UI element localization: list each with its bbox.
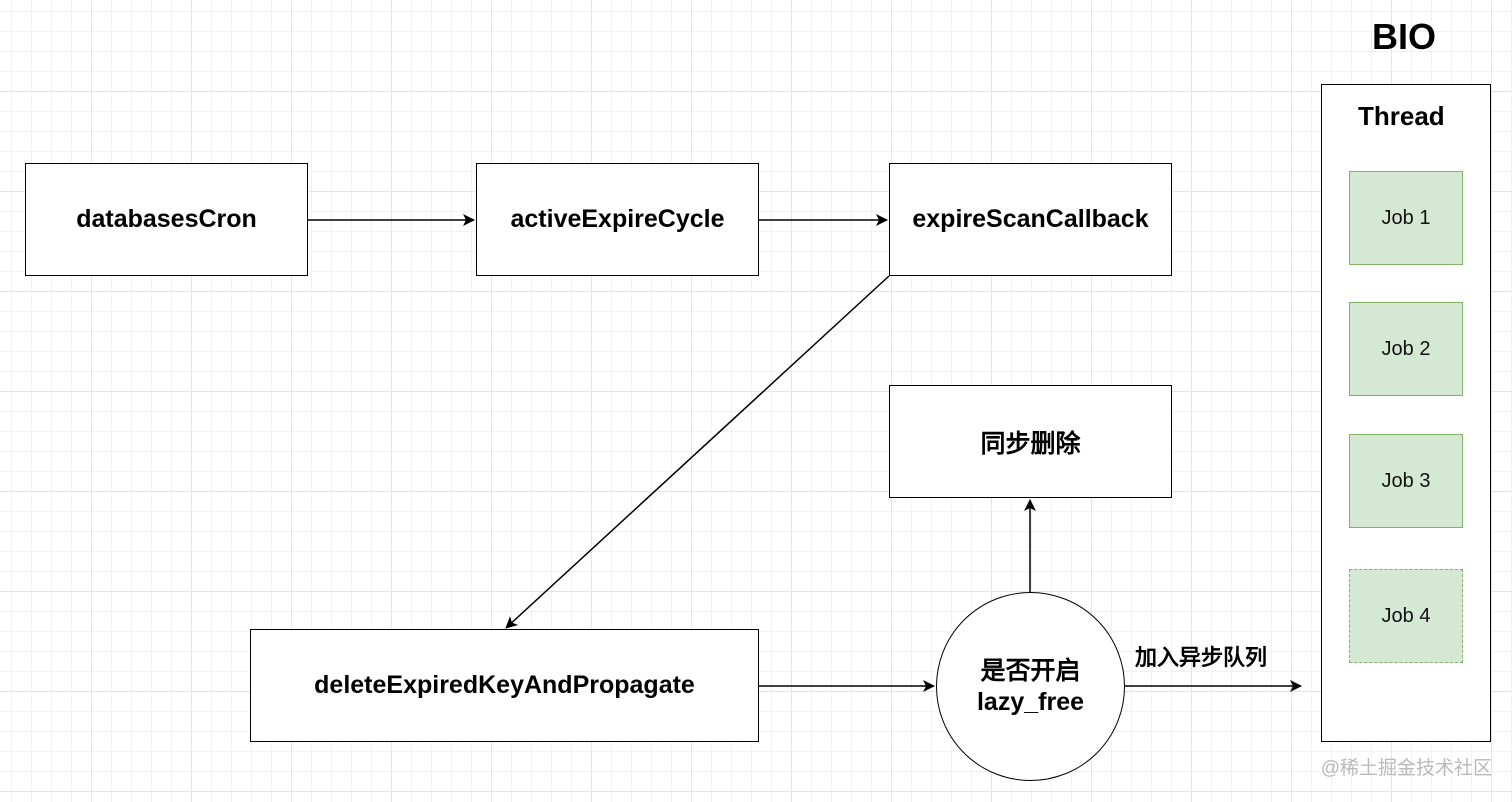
job-label: Job 3 (1381, 469, 1431, 492)
expire-scan-callback-node: expireScanCallback (889, 163, 1172, 276)
job-item: Job 2 (1349, 302, 1463, 396)
active-expire-cycle-node: activeExpireCycle (476, 163, 759, 276)
job-item-pending: Job 4 (1349, 569, 1463, 663)
sync-delete-label: 同步删除 (980, 429, 1081, 458)
active-expire-cycle-label: activeExpireCycle (510, 205, 725, 233)
job-label: Job 1 (1381, 206, 1431, 229)
enqueue-async-label: 加入异步队列 (1135, 645, 1268, 670)
watermark: @稀土掘金技术社区 (1320, 758, 1492, 779)
lazy-free-line2: lazy_free (976, 687, 1085, 716)
delete-expired-key-node: deleteExpiredKeyAndPropagate (250, 629, 759, 742)
databases-cron-label: databasesCron (76, 205, 257, 233)
edge-scan-to-delete (505, 275, 890, 629)
thread-label: Thread (1358, 101, 1445, 131)
lazy-free-decision-node: 是否开启 lazy_free (936, 592, 1125, 781)
databases-cron-node: databasesCron (25, 163, 308, 276)
sync-delete-node: 同步删除 (889, 385, 1172, 498)
job-label: Job 4 (1381, 604, 1431, 627)
bio-title: BIO (1372, 16, 1437, 57)
job-item: Job 1 (1349, 171, 1463, 265)
delete-expired-key-label: deleteExpiredKeyAndPropagate (314, 671, 695, 699)
expire-scan-callback-label: expireScanCallback (912, 205, 1149, 233)
lazy-free-line1: 是否开启 (980, 656, 1081, 685)
job-item: Job 3 (1349, 434, 1463, 528)
job-label: Job 2 (1381, 337, 1431, 360)
